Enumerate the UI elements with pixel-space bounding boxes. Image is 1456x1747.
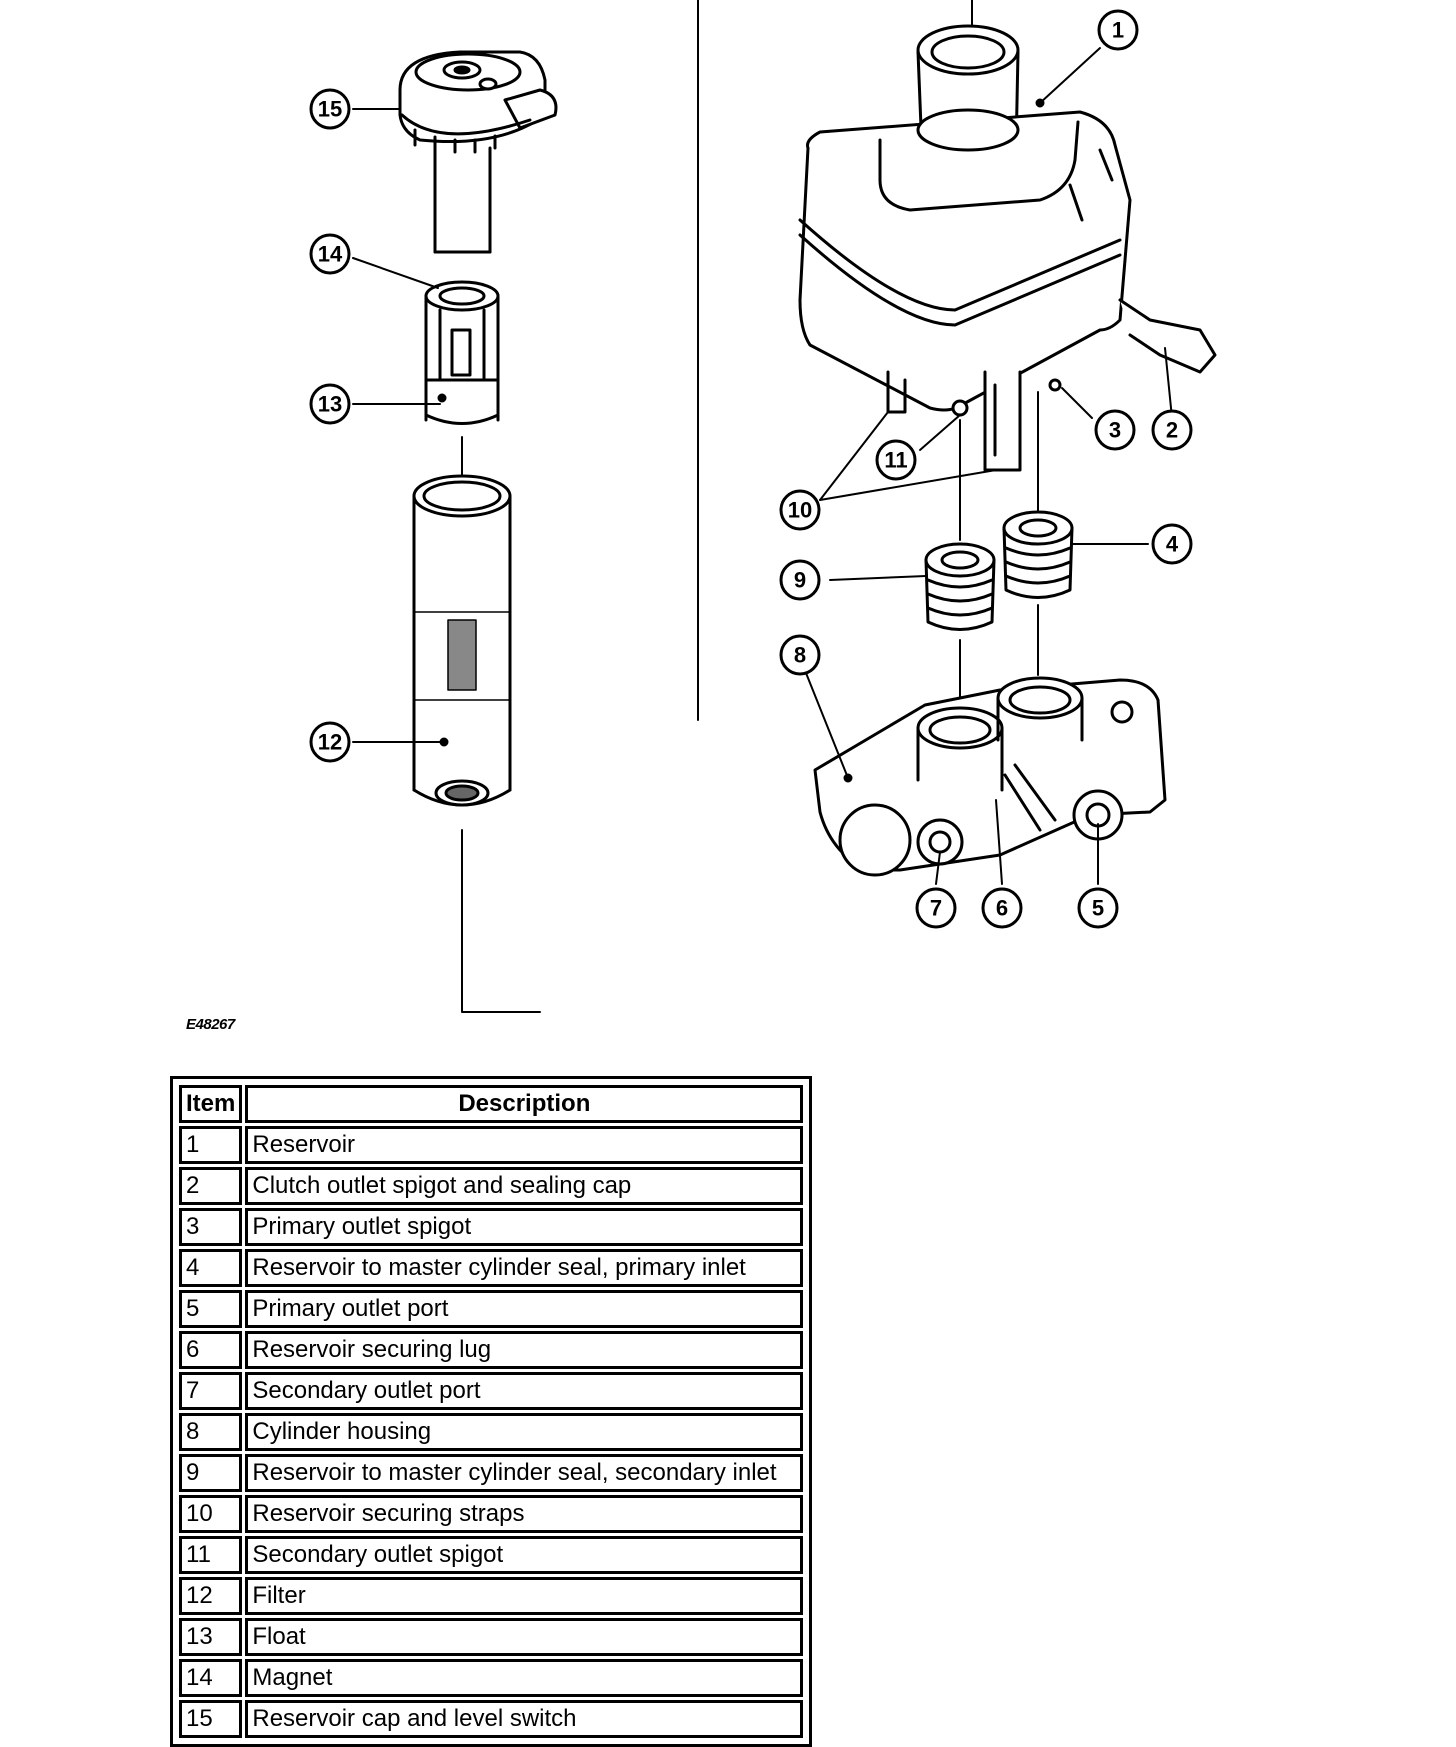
cap-and-level-switch-drawing	[398, 50, 558, 254]
callout-circle	[981, 887, 1023, 929]
item-number: 12	[179, 1577, 243, 1615]
item-description: Reservoir cap and level switch	[245, 1700, 804, 1738]
item-number: 11	[179, 1536, 243, 1574]
description-column-header: Description	[245, 1085, 804, 1123]
callout-8: 8	[794, 643, 806, 668]
item-number: 7	[179, 1372, 243, 1410]
item-description: Filter	[245, 1577, 804, 1615]
callout-14: 14	[318, 242, 343, 267]
reservoir-drawing	[798, 0, 1217, 472]
item-description: Reservoir to master cylinder seal, prima…	[245, 1249, 804, 1287]
callout-3: 3	[1109, 418, 1121, 443]
item-number: 1	[179, 1126, 243, 1164]
callout-13: 13	[318, 392, 342, 417]
item-number: 10	[179, 1495, 243, 1533]
item-number: 3	[179, 1208, 243, 1246]
callout-circle	[309, 233, 351, 275]
item-description: Reservoir to master cylinder seal, secon…	[245, 1454, 804, 1492]
callout-11: 11	[884, 448, 907, 473]
item-number: 13	[179, 1618, 243, 1656]
callout-circle	[1097, 9, 1139, 51]
item-description: Primary outlet spigot	[245, 1208, 804, 1246]
item-number: 2	[179, 1167, 243, 1205]
item-description: Reservoir securing straps	[245, 1495, 804, 1533]
item-description: Secondary outlet port	[245, 1372, 804, 1410]
callout-circle	[915, 887, 957, 929]
legend-header-row: Item Description	[179, 1085, 804, 1123]
guide-line-lower	[461, 829, 541, 1013]
callout-12: 12	[318, 730, 342, 755]
filter-drawing	[412, 474, 512, 807]
item-number: 5	[179, 1290, 243, 1328]
callout-circle	[875, 439, 917, 481]
callout-10: 10	[788, 498, 812, 523]
callout-circle	[1077, 887, 1119, 929]
item-description: Float	[245, 1618, 804, 1656]
callout-6: 6	[996, 896, 1008, 921]
callout-circle	[779, 489, 821, 531]
item-description: Reservoir	[245, 1126, 804, 1164]
item-number: 4	[179, 1249, 243, 1287]
item-number: 15	[179, 1700, 243, 1738]
callout-7: 7	[930, 896, 942, 921]
item-description: Primary outlet port	[245, 1290, 804, 1328]
callout-1: 1	[1112, 18, 1124, 43]
callout-circle	[1151, 523, 1193, 565]
item-number: 8	[179, 1413, 243, 1451]
item-description: Magnet	[245, 1659, 804, 1697]
callout-15: 15	[318, 97, 342, 122]
item-description: Clutch outlet spigot and sealing cap	[245, 1167, 804, 1205]
item-number: 9	[179, 1454, 243, 1492]
callout-4: 4	[1166, 532, 1179, 557]
item-number: 6	[179, 1331, 243, 1369]
callout-circle	[309, 383, 351, 425]
item-description: Reservoir securing lug	[245, 1331, 804, 1369]
item-number: 14	[179, 1659, 243, 1697]
item-column-header: Item	[179, 1085, 243, 1123]
exploded-view-diagram: 1 2 3 4 5 6 7 8 9 10 11 12 13 14 15	[309, 0, 1217, 1013]
callout-circle	[1094, 409, 1136, 451]
primary-seal-drawing	[1002, 510, 1074, 599]
callout-circle	[309, 88, 351, 130]
callout-circle	[1151, 409, 1193, 451]
callout-9: 9	[794, 568, 806, 593]
callout-circle	[779, 634, 821, 676]
secondary-seal-drawing	[924, 542, 996, 631]
cylinder-housing-drawing	[813, 676, 1167, 877]
callout-circle	[779, 559, 821, 601]
callout-2: 2	[1166, 418, 1178, 443]
callout-circle	[309, 721, 351, 763]
figure-id: E48267	[186, 1016, 235, 1033]
callout-5: 5	[1092, 896, 1104, 921]
item-description: Cylinder housing	[245, 1413, 804, 1451]
item-description: Secondary outlet spigot	[245, 1536, 804, 1574]
magnet-and-float-drawing	[424, 280, 500, 425]
